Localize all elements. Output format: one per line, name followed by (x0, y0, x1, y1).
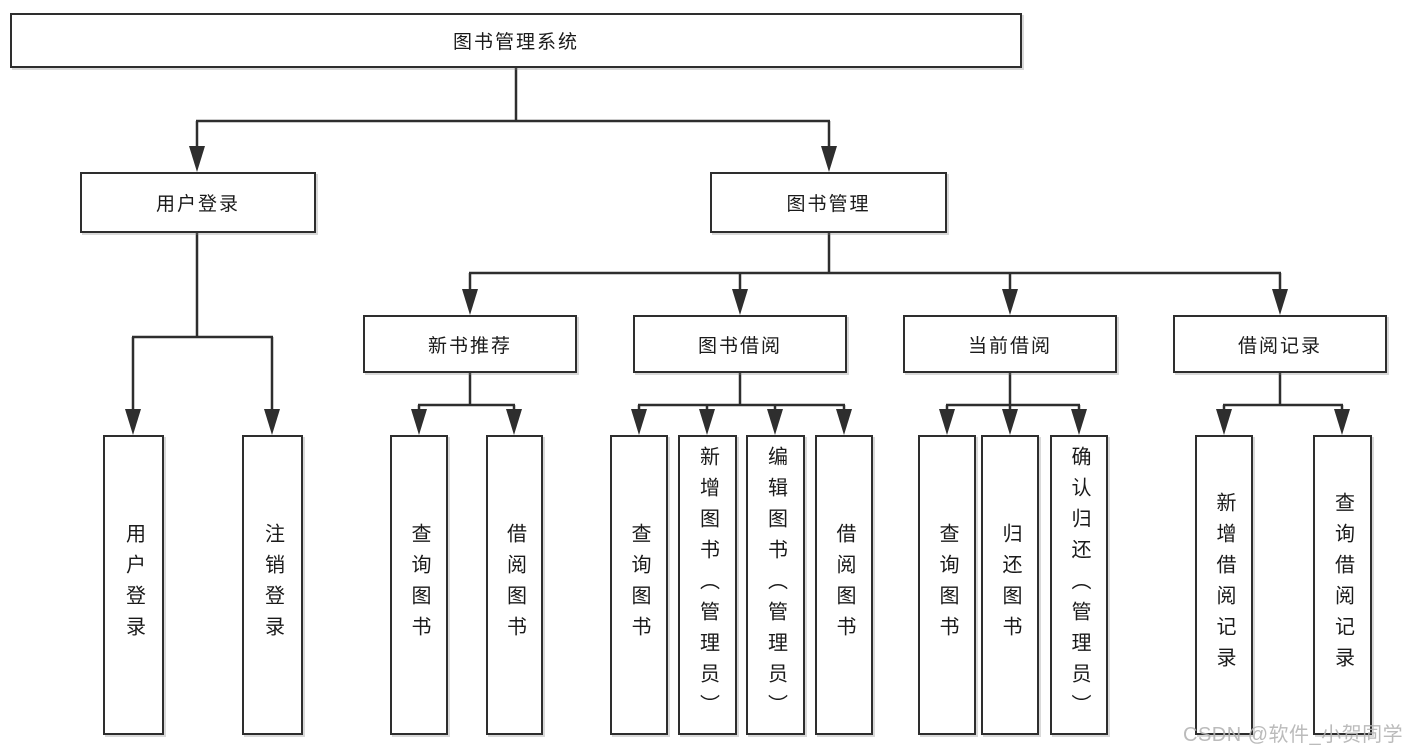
leaf-logout: 注销登录 (242, 435, 303, 735)
leaf-user-login: 用户登录 (103, 435, 164, 735)
node-label: 查询图书 (408, 523, 430, 647)
node-label: 用户登录 (155, 194, 240, 215)
node-label: 图书管理 (786, 194, 871, 215)
leaf-borrow-books-recommend: 借阅图书 (486, 435, 543, 735)
node-label: 查询图书 (628, 523, 650, 647)
node-label: 图书借阅 (697, 335, 782, 357)
node-label: 查询图书 (936, 523, 958, 647)
node-label: 借阅图书 (833, 523, 855, 647)
csdn-watermark: CSDN @软件_小贺同学 (1183, 724, 1404, 746)
node-user-login: 用户登录 (80, 172, 316, 233)
node-label: 用户登录 (122, 523, 145, 647)
node-current-borrowing: 当前借阅 (903, 315, 1117, 373)
node-label: 注销登录 (261, 523, 284, 647)
node-label: 新书推荐 (427, 335, 512, 357)
node-new-book-recommend: 新书推荐 (363, 315, 577, 373)
leaf-confirm-return-admin: 确认归还（管理员） (1050, 435, 1108, 735)
leaf-borrow-books: 借阅图书 (815, 435, 873, 735)
node-label: 新增借阅记录 (1213, 492, 1235, 678)
leaf-return-books: 归还图书 (981, 435, 1039, 735)
leaf-edit-books-admin: 编辑图书（管理员） (746, 435, 805, 735)
node-book-borrowing: 图书借阅 (633, 315, 847, 373)
leaf-add-books-admin: 新增图书（管理员） (678, 435, 737, 735)
node-library-management-system: 图书管理系统 (10, 13, 1022, 68)
node-label: 编辑图书（管理员） (764, 445, 787, 725)
node-label: 借阅记录 (1237, 335, 1322, 357)
node-label: 归还图书 (999, 523, 1021, 647)
node-label: 借阅图书 (503, 523, 526, 647)
leaf-query-books-current: 查询图书 (918, 435, 976, 735)
node-label: 确认归还（管理员） (1068, 445, 1090, 725)
leaf-add-borrow-record: 新增借阅记录 (1195, 435, 1253, 735)
node-borrowing-records: 借阅记录 (1173, 315, 1387, 373)
node-label: 查询借阅记录 (1331, 492, 1354, 678)
node-book-management: 图书管理 (710, 172, 947, 233)
leaf-query-books-borrowing: 查询图书 (610, 435, 668, 735)
leaf-query-books-recommend: 查询图书 (390, 435, 448, 735)
node-label: 当前借阅 (967, 335, 1052, 357)
node-label: 图书管理系统 (452, 32, 579, 53)
leaf-query-borrow-record: 查询借阅记录 (1313, 435, 1372, 735)
node-label: 新增图书（管理员） (696, 445, 719, 725)
